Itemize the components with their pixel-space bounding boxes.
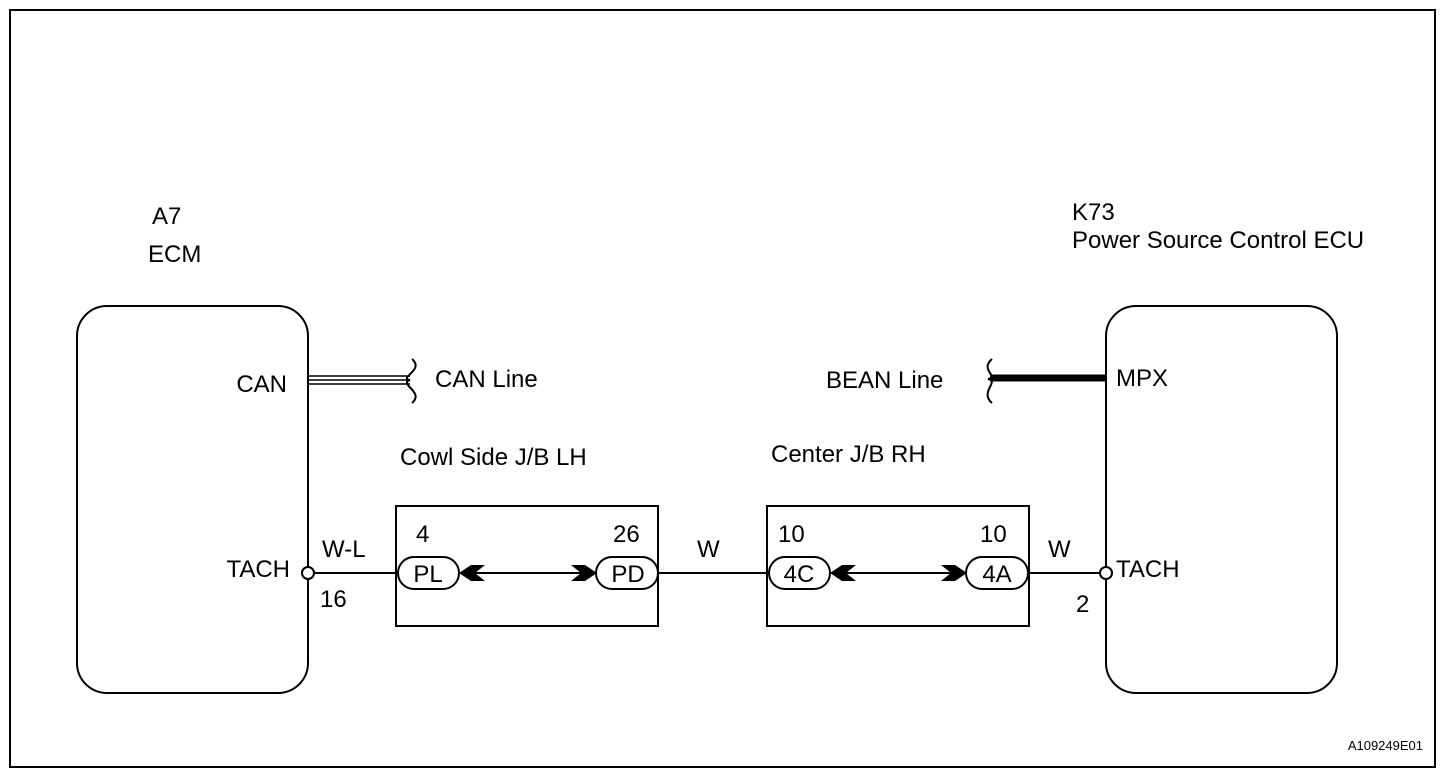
bean-line: BEAN Line [826, 358, 1106, 404]
center-jb-block: Center J/B RH 10 10 4C 4A [766, 441, 1030, 627]
connector-4c [768, 556, 831, 590]
power-ecu-mpx-terminal: MPX [1116, 365, 1168, 392]
wire-ecm-to-cowl-color: W-L [322, 536, 366, 563]
power-ecu-tach-terminal: TACH [1116, 556, 1180, 583]
connector-pd-label: PD [611, 561, 644, 588]
connector-4a [965, 556, 1029, 590]
power-ecu-name: Power Source Control ECU [1072, 227, 1364, 254]
connector-pl-label: PL [413, 561, 442, 588]
can-line-break-mark [406, 358, 417, 404]
cowl-jb-left-pin: 4 [416, 521, 429, 548]
ecm-block: A7 ECM CAN TACH 16 [76, 203, 347, 694]
power-ecu-block: K73 Power Source Control ECU MPX TACH 2 [1072, 199, 1364, 694]
center-jb-label: Center J/B RH [771, 441, 926, 468]
bean-line-label: BEAN Line [826, 367, 943, 394]
ecm-ref: A7 [152, 203, 181, 230]
bean-line-break-mark [986, 358, 993, 404]
ecm-tach-terminal-dot [301, 566, 315, 580]
ecm-tach-terminal: TACH [226, 556, 290, 583]
ecm-can-terminal: CAN [236, 371, 287, 398]
can-line: CAN Line [308, 358, 538, 404]
center-jb-left-arrow [830, 565, 856, 581]
connector-4a-label: 4A [982, 561, 1011, 588]
power-ecu-tach-terminal-dot [1099, 566, 1113, 580]
cowl-jb-right-arrow [571, 565, 597, 581]
cowl-jb-label: Cowl Side J/B LH [400, 444, 587, 471]
cowl-jb-block: Cowl Side J/B LH 4 26 PL PD [395, 444, 659, 627]
diagram-frame [9, 9, 1436, 768]
power-ecu-box [1105, 305, 1338, 694]
ecm-box [76, 305, 309, 694]
connector-4c-label: 4C [784, 561, 815, 588]
connector-pl [397, 556, 460, 590]
figure-code: A109249E01 [1348, 738, 1423, 753]
center-jb-left-pin: 10 [778, 521, 805, 548]
center-jb-right-pin: 10 [980, 521, 1007, 548]
can-line-label: CAN Line [435, 366, 538, 393]
connector-pd [595, 556, 659, 590]
cowl-jb-right-pin: 26 [613, 521, 640, 548]
ecm-name: ECM [148, 241, 201, 268]
power-ecu-ref: K73 [1072, 199, 1115, 226]
wire-cowl-to-center-color: W [697, 536, 720, 563]
ecm-tach-pin: 16 [320, 586, 347, 613]
wire-center-to-ecu-color: W [1048, 536, 1071, 563]
cowl-jb-left-arrow [459, 565, 485, 581]
power-ecu-tach-pin: 2 [1076, 591, 1089, 618]
center-jb-right-arrow [941, 565, 967, 581]
